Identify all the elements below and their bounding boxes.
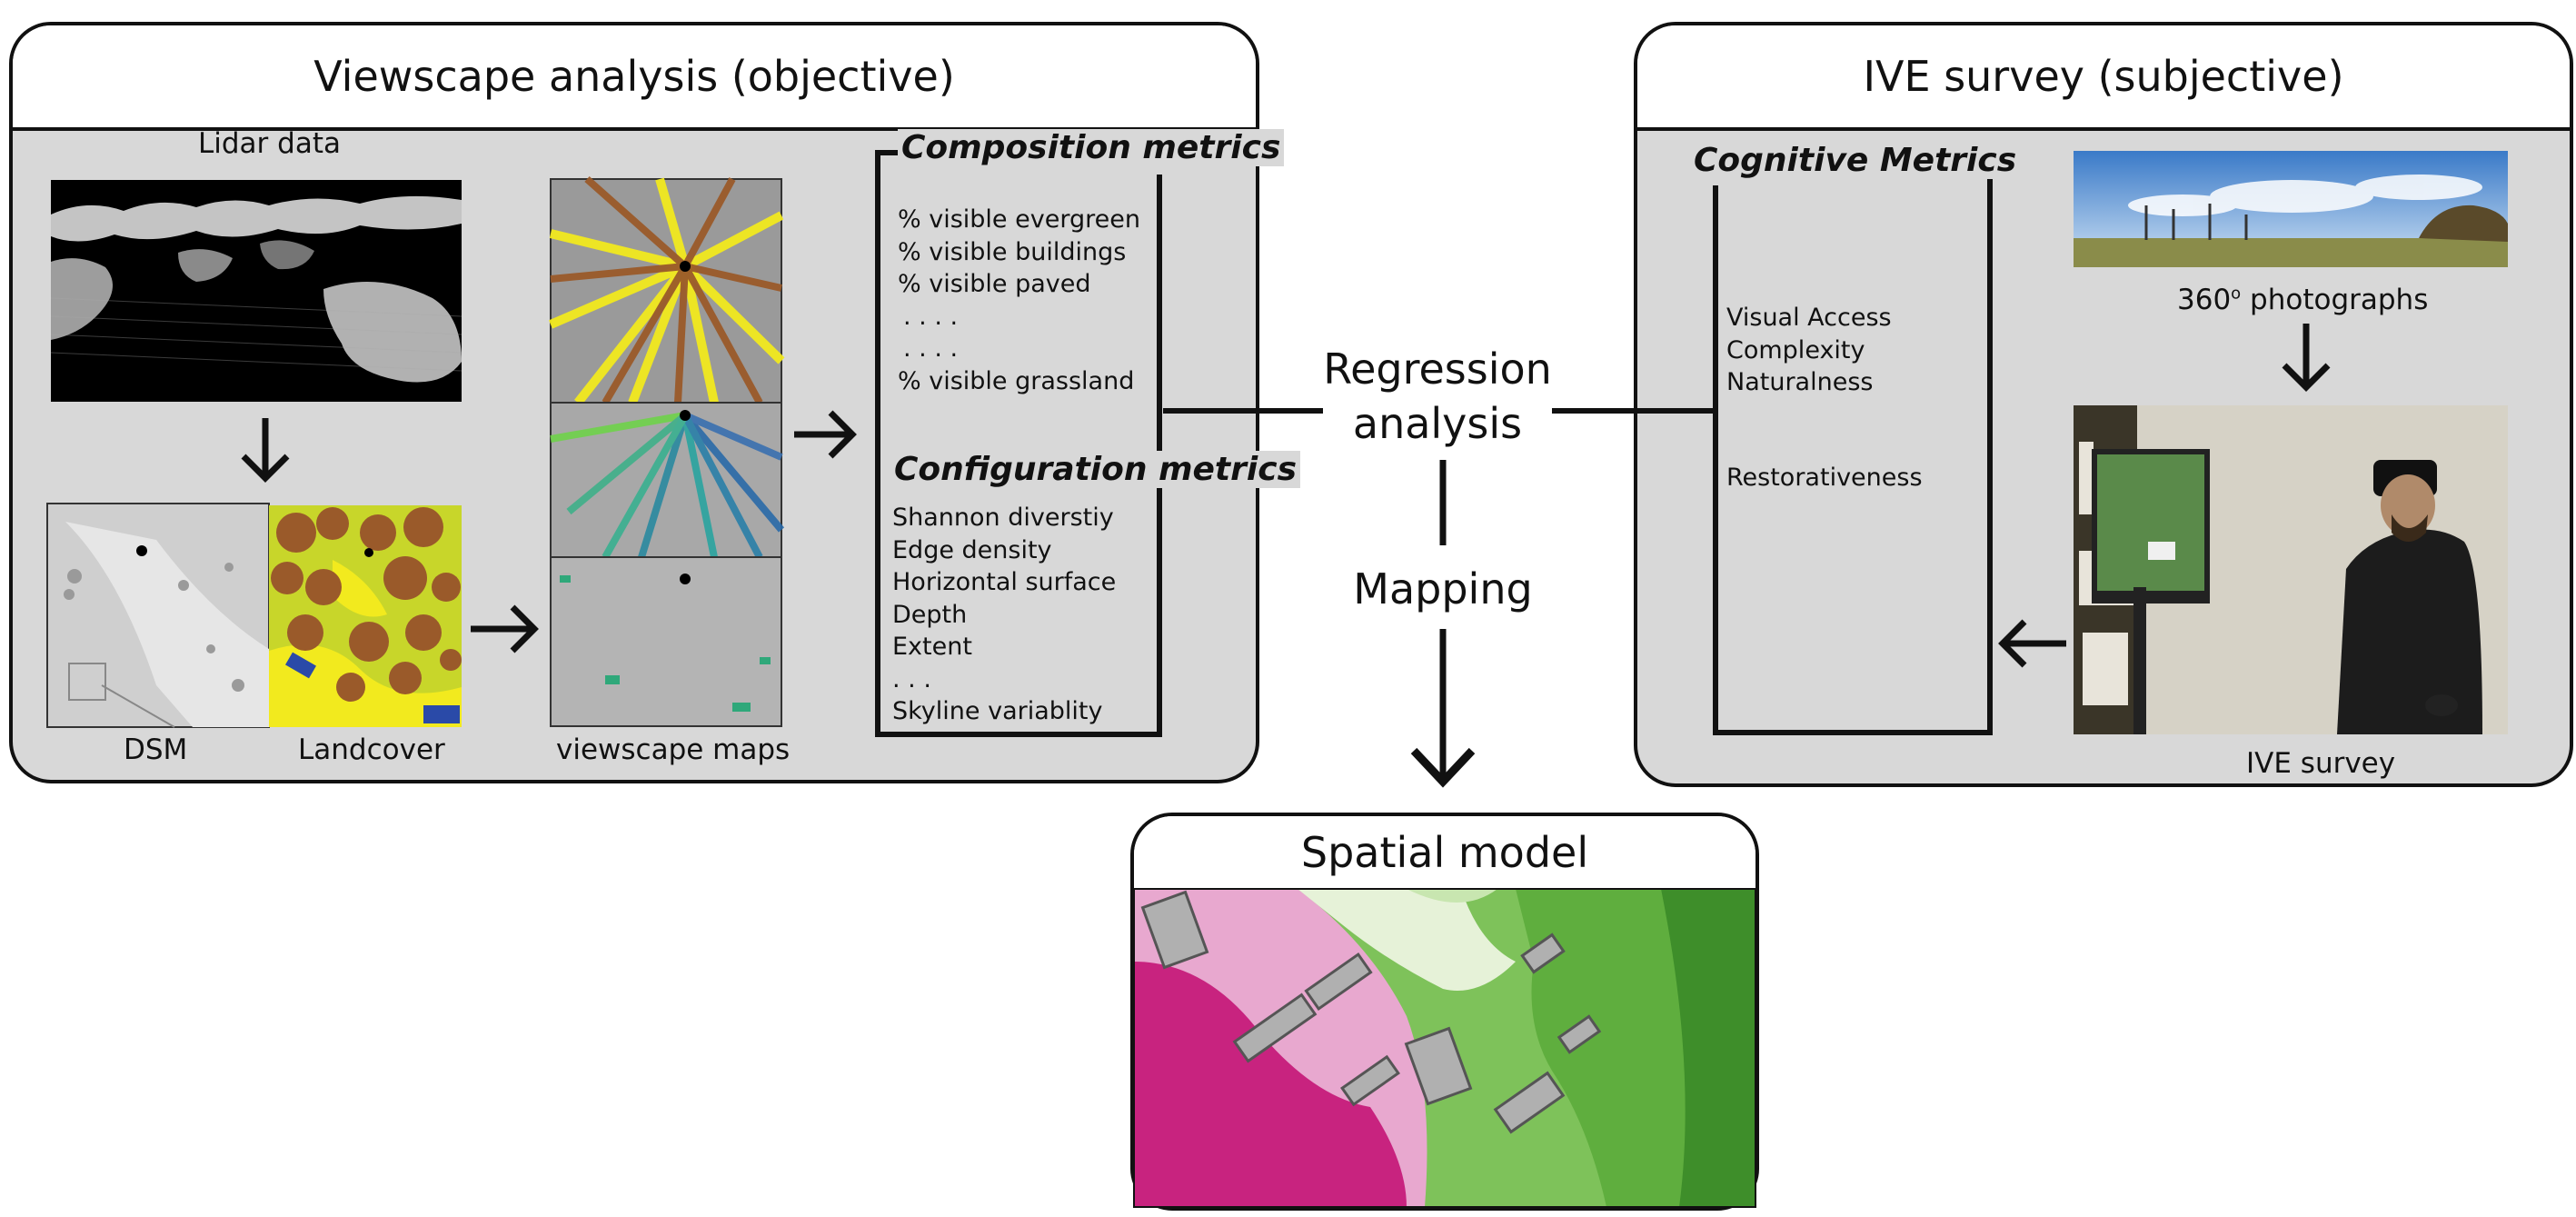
arrow-left-icon: [1998, 619, 2066, 668]
composition-item: % visible buildings: [898, 237, 1127, 266]
viewscape-map-1: [549, 176, 785, 406]
cognitive-item: Complexity: [1726, 335, 1865, 364]
configuration-item: Depth: [892, 600, 968, 629]
configuration-item: Extent: [892, 633, 972, 661]
composition-item: % visible paved: [898, 270, 1091, 298]
configuration-item: Skyline variablity: [892, 697, 1103, 725]
arrow-down-icon: [241, 418, 290, 483]
regression-line-2: analysis: [1352, 399, 1523, 448]
configuration-list: Shannon diverstiy Edge density Horizonta…: [892, 502, 1116, 728]
landcover-label: Landcover: [298, 733, 445, 766]
spatial-model-map: [1133, 888, 1756, 1208]
viewscape-maps-label: viewscape maps: [556, 733, 791, 766]
cognitive-item: Visual Access: [1726, 304, 1892, 332]
lidar-label: Lidar data: [198, 127, 341, 160]
cognitive-item: Naturalness: [1726, 368, 1874, 396]
composition-list: % visible evergreen % visible buildings …: [898, 204, 1140, 397]
cognitive-heading: Cognitive Metrics: [1690, 142, 2021, 179]
composition-item: % visible grassland: [898, 366, 1135, 395]
ive-survey-title: IVE survey (subjective): [1637, 25, 2570, 131]
configuration-item: Edge density: [892, 535, 1052, 564]
configuration-item: . . .: [892, 664, 931, 693]
cognitive-list: Visual Access Complexity Naturalness: [1726, 302, 1892, 399]
viewscape-analysis-title: Viewscape analysis (objective): [13, 25, 1256, 131]
composition-heading: Composition metrics: [898, 129, 1285, 166]
configuration-heading: Configuration metrics: [890, 451, 1301, 488]
metrics-bracket: [875, 150, 1162, 737]
mapping-label: Mapping: [1345, 562, 1541, 616]
composition-item: % visible evergreen: [898, 205, 1140, 234]
panorama-photo: [2074, 151, 2508, 267]
configuration-item: Shannon diverstiy: [892, 504, 1114, 532]
lidar-image: [50, 180, 462, 402]
ive-survey-label: IVE survey: [2246, 747, 2396, 780]
configuration-item: Horizontal surface: [892, 568, 1117, 596]
dsm-label: DSM: [124, 733, 188, 766]
restorativeness-label: Restorativeness: [1726, 464, 1923, 492]
arrow-down-icon: [2282, 324, 2331, 392]
arrow-right-icon: [471, 604, 539, 653]
arrow-right-icon: [794, 410, 857, 459]
landcover-image: [269, 505, 462, 727]
dsm-image: [46, 503, 270, 728]
viewscape-map-2: [550, 402, 785, 559]
composition-item: . . . .: [903, 334, 959, 363]
spatial-model-title: Spatial model: [1134, 816, 1755, 893]
composition-item: . . . .: [903, 302, 959, 331]
regression-line-1: Regression: [1323, 344, 1552, 394]
photographs-label: 360o photographs: [2177, 284, 2429, 316]
regression-analysis-label: Regression analysis: [1323, 342, 1552, 451]
ive-survey-photo: [2074, 405, 2508, 734]
viewscape-map-3: [550, 556, 782, 727]
